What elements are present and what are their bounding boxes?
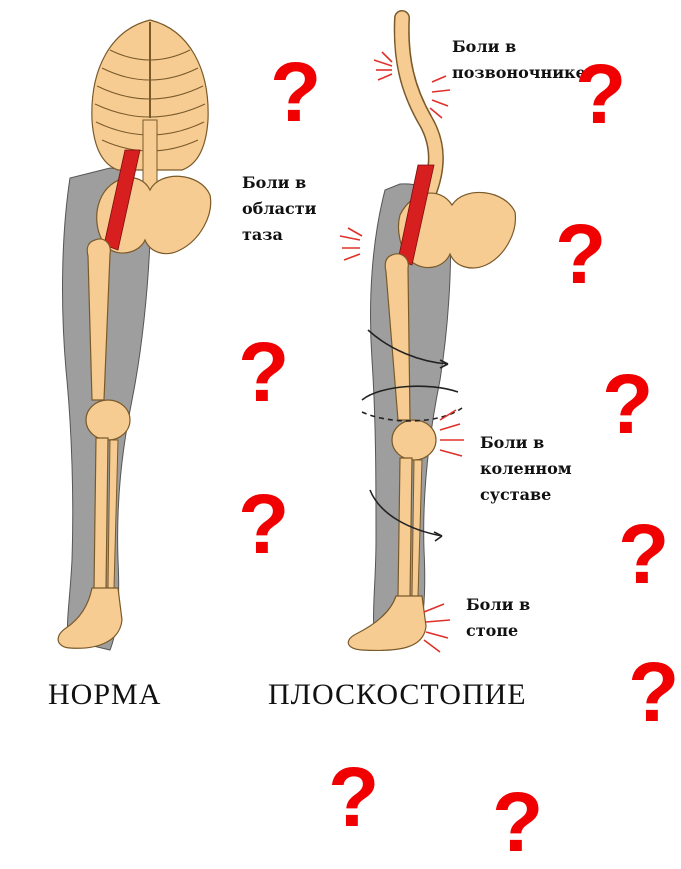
label-spine-line2: позвоночнике bbox=[452, 60, 586, 86]
flatfoot-figure bbox=[340, 18, 515, 652]
question-mark: ? bbox=[238, 330, 289, 414]
question-mark: ? bbox=[575, 52, 626, 136]
knee-flatfoot bbox=[392, 420, 436, 460]
question-mark: ? bbox=[618, 512, 669, 596]
label-foot-line2: стопе bbox=[466, 618, 530, 644]
label-pelvis-line3: таза bbox=[242, 222, 317, 248]
label-knee-pain: Боли в коленном суставе bbox=[480, 430, 572, 508]
label-knee-line2: коленном bbox=[480, 456, 572, 482]
question-mark: ? bbox=[270, 50, 321, 134]
question-mark: ? bbox=[238, 482, 289, 566]
label-spine-pain: Боли в позвоночнике bbox=[452, 34, 586, 86]
label-knee-line1: Боли в bbox=[480, 430, 572, 456]
pain-mark-back bbox=[430, 76, 450, 118]
label-spine-line1: Боли в bbox=[452, 34, 586, 60]
question-mark: ? bbox=[555, 212, 606, 296]
label-foot-line1: Боли в bbox=[466, 592, 530, 618]
pain-mark-neck bbox=[374, 52, 392, 80]
caption-flatfoot: ПЛОСКОСТОПИЕ bbox=[268, 678, 527, 712]
question-mark: ? bbox=[602, 362, 653, 446]
tibia-normal bbox=[94, 438, 108, 590]
knee-normal bbox=[86, 400, 130, 440]
label-foot-pain: Боли в стопе bbox=[466, 592, 530, 644]
label-knee-line3: суставе bbox=[480, 482, 572, 508]
label-pelvis-line1: Боли в bbox=[242, 170, 317, 196]
pain-mark-foot bbox=[424, 604, 450, 652]
question-mark: ? bbox=[492, 780, 543, 864]
caption-normal: НОРМА bbox=[48, 678, 161, 712]
pain-mark-hip bbox=[340, 228, 362, 260]
pain-mark-knee bbox=[440, 410, 464, 456]
tibia-flatfoot bbox=[398, 458, 412, 598]
question-mark: ? bbox=[628, 650, 679, 734]
normal-figure bbox=[58, 20, 211, 650]
label-pelvis-pain: Боли в области таза bbox=[242, 170, 317, 248]
question-mark: ? bbox=[328, 755, 379, 839]
lumbar-spine bbox=[143, 120, 157, 190]
label-pelvis-line2: области bbox=[242, 196, 317, 222]
